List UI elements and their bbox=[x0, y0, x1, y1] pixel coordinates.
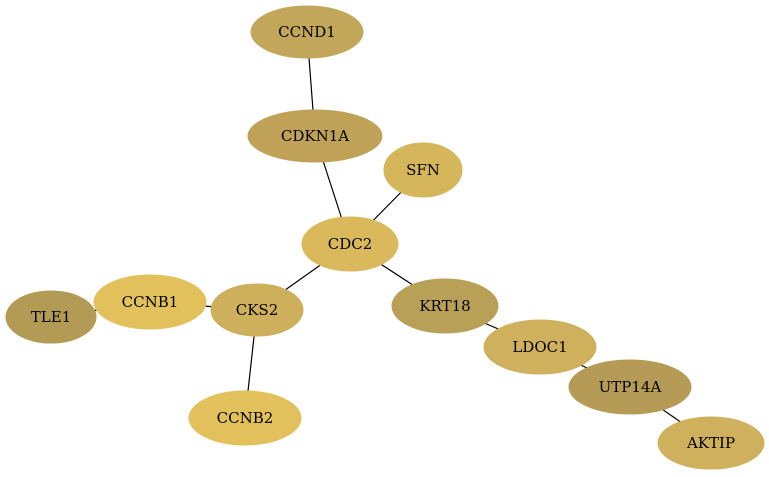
node-label: CDKN1A bbox=[281, 127, 349, 145]
node-ellipse bbox=[391, 278, 499, 334]
node-label: CKS2 bbox=[236, 301, 279, 319]
node-ellipse bbox=[247, 109, 383, 163]
node-ellipse bbox=[5, 290, 97, 344]
node-label: UTP14A bbox=[599, 378, 662, 396]
node-ldoc1[interactable]: LDOC1 bbox=[483, 319, 597, 375]
node-label: CCND1 bbox=[278, 23, 336, 41]
node-ccnb1[interactable]: CCNB1 bbox=[93, 274, 207, 330]
node-tle1[interactable]: TLE1 bbox=[5, 290, 97, 344]
node-ellipse bbox=[250, 5, 364, 59]
node-sfn[interactable]: SFN bbox=[383, 142, 463, 198]
node-label: SFN bbox=[406, 161, 440, 179]
node-ellipse bbox=[483, 319, 597, 375]
node-ccnb2[interactable]: CCNB2 bbox=[188, 390, 302, 446]
node-ellipse bbox=[383, 142, 463, 198]
node-ellipse bbox=[188, 390, 302, 446]
node-ellipse bbox=[568, 359, 692, 415]
node-cks2[interactable]: CKS2 bbox=[210, 283, 304, 337]
node-label: LDOC1 bbox=[512, 338, 567, 356]
node-label: CCNB1 bbox=[122, 293, 179, 311]
node-cdkn1a[interactable]: CDKN1A bbox=[247, 109, 383, 163]
node-cdc2[interactable]: CDC2 bbox=[301, 216, 399, 272]
node-label: AKTIP bbox=[686, 434, 735, 452]
node-krt18[interactable]: KRT18 bbox=[391, 278, 499, 334]
node-label: TLE1 bbox=[31, 308, 71, 326]
node-ellipse bbox=[210, 283, 304, 337]
node-aktip[interactable]: AKTIP bbox=[657, 416, 765, 470]
node-label: CDC2 bbox=[328, 235, 373, 253]
node-label: KRT18 bbox=[419, 297, 470, 315]
node-ellipse bbox=[301, 216, 399, 272]
node-ellipse bbox=[657, 416, 765, 470]
node-utp14a[interactable]: UTP14A bbox=[568, 359, 692, 415]
node-label: CCNB2 bbox=[217, 409, 274, 427]
node-ellipse bbox=[93, 274, 207, 330]
node-ccnd1[interactable]: CCND1 bbox=[250, 5, 364, 59]
